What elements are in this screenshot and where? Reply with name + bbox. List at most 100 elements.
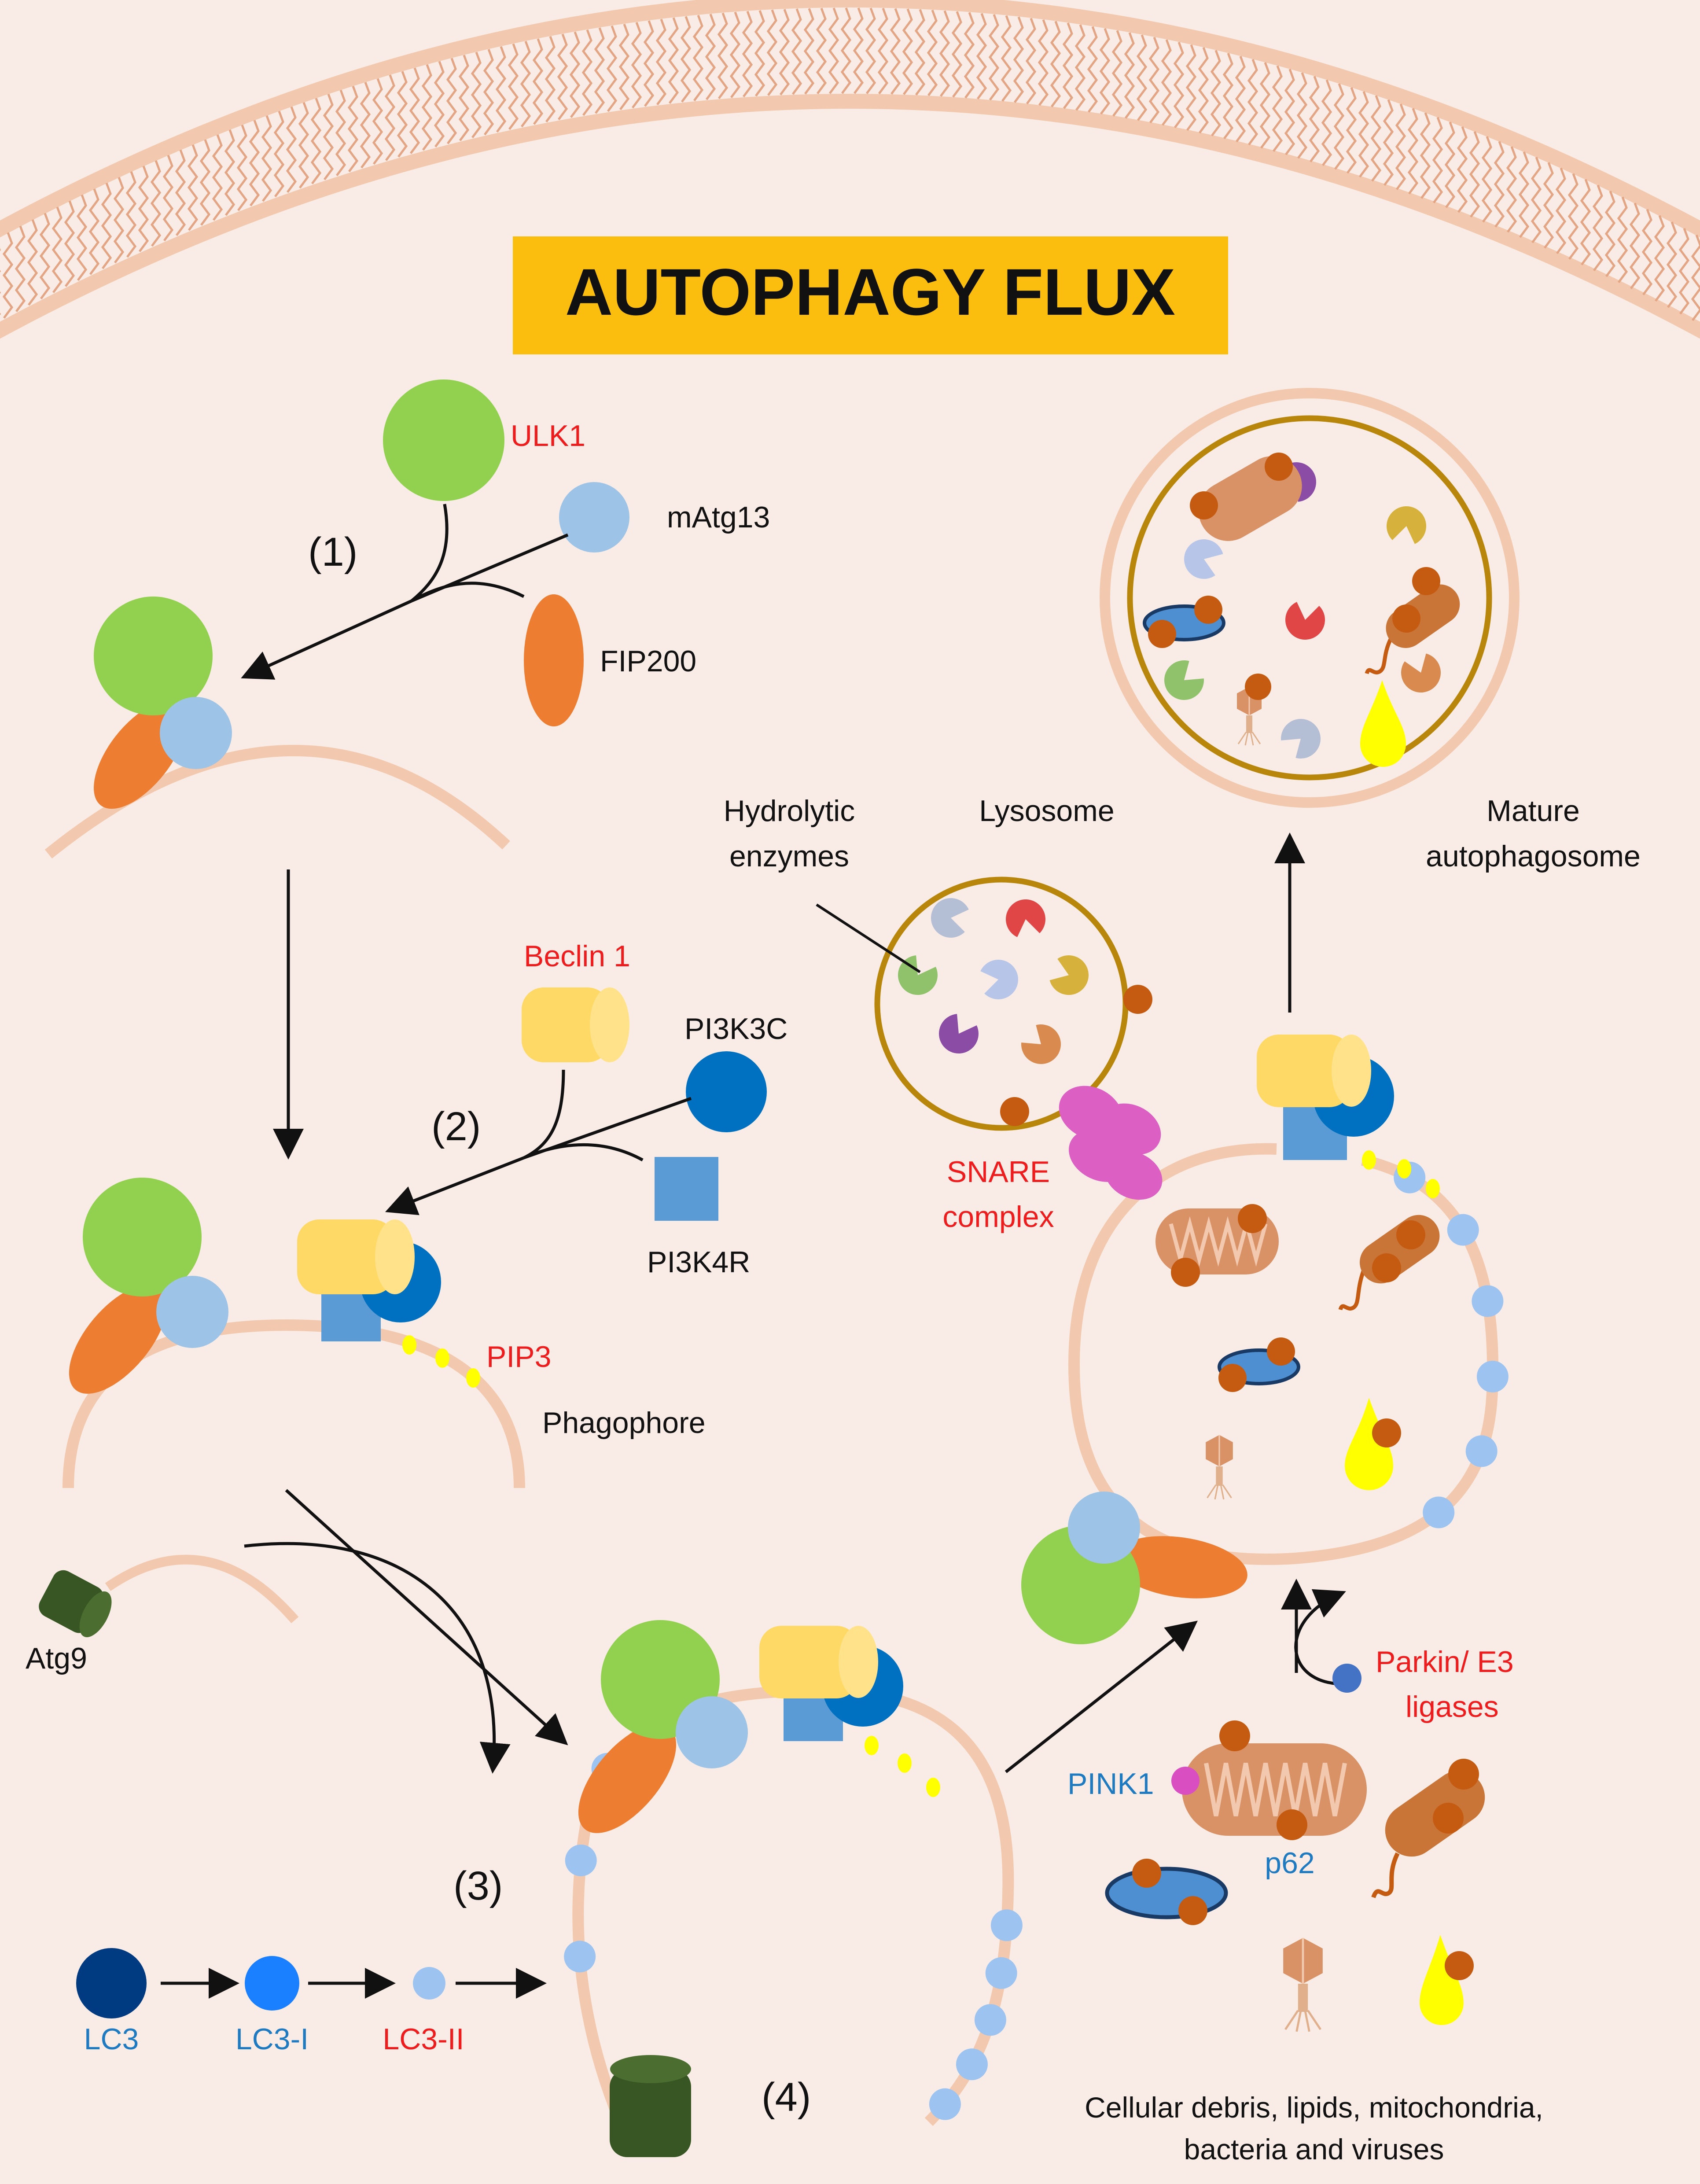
pip3-marker (865, 1736, 879, 1755)
lipid-tail (1185, 44, 1197, 131)
lipid-tail (520, 41, 531, 128)
lipid-tail (606, 25, 618, 112)
beclin1-bound-icon (1257, 1035, 1371, 1107)
lipid-tail (1432, 117, 1443, 204)
small-membrane-arc (105, 1554, 299, 1624)
parkin-label-2: ligases (1406, 1690, 1499, 1724)
pacman-enzyme-icon (1184, 539, 1223, 579)
lc3-ii-dot-icon (1476, 1360, 1509, 1392)
lipid-tail (1001, 15, 1012, 102)
lipid-tail (64, 200, 75, 287)
step2-number: (2) (431, 1104, 481, 1149)
lipid-tail (557, 33, 568, 120)
lipid-tail (1161, 39, 1172, 126)
lipid-tail (1013, 16, 1024, 103)
lipid-tail (1407, 108, 1419, 195)
pi3k4r-label: PI3K4R (647, 1245, 750, 1279)
lipid-tail (631, 22, 642, 109)
lc3-ii-dot-icon (1465, 1435, 1498, 1467)
lipid-tail (409, 67, 420, 154)
lipid-tail (2, 232, 14, 319)
lipid-tail (545, 36, 556, 123)
lipid-tail (273, 110, 285, 198)
lipid-tail (717, 12, 729, 99)
snare-complex-icon (1059, 1086, 1163, 1200)
atg9-vesicle: Atg9 (26, 1554, 299, 1675)
pip3-marker (435, 1348, 449, 1368)
p62-dot-icon (1219, 1720, 1250, 1751)
lipid-tail (853, 7, 864, 94)
lipid-tail (138, 166, 149, 252)
lipid-tail (323, 93, 334, 180)
lc3-i-label: LC3-I (235, 2022, 309, 2056)
lipid-tail (1259, 62, 1271, 149)
lipid-tail (840, 7, 852, 94)
lipid-tail (1617, 196, 1628, 284)
beclin1-label: Beclin 1 (524, 939, 630, 973)
lipid-tail (1457, 126, 1468, 213)
lipid-tail (310, 98, 322, 184)
lipid-tail (88, 188, 100, 275)
step1-membrane-complex (44, 597, 510, 859)
bacterium-icon (1371, 1759, 1485, 1898)
arrow-to-elongation-a (285, 1489, 568, 1746)
lipid-tail (508, 43, 519, 130)
lipid-tail (532, 38, 544, 125)
lipid-tail (101, 182, 112, 269)
lipid-tail (1210, 50, 1222, 136)
lipid-tail (397, 71, 408, 158)
lipid-tail (927, 10, 938, 96)
pip3-marker (402, 1335, 416, 1355)
phagophore-complex: PIP3 Phagophore (63, 1178, 706, 1488)
lipid-tail (1346, 87, 1357, 174)
lipid-tail (1087, 26, 1098, 113)
lipid-tail (1568, 173, 1579, 260)
hydrolytic-label-2: enzymes (729, 840, 849, 873)
pacman-enzyme-icon (931, 898, 969, 938)
lipid-tail (360, 82, 371, 169)
pacman-enzyme-icon (1281, 719, 1321, 759)
lipid-tail (1111, 30, 1123, 117)
lipid-tail (1038, 19, 1049, 106)
step1-arrow (241, 599, 412, 680)
lipid-tail (1235, 55, 1246, 143)
p62-dot-icon (1277, 1809, 1307, 1840)
p62-dot-icon (1123, 985, 1152, 1014)
lipid-tail (1370, 95, 1382, 182)
lipid-tail (1284, 69, 1295, 155)
lipid-tail (766, 9, 778, 96)
p62-dot-icon (1000, 1097, 1029, 1126)
lipid-tail (1062, 22, 1074, 109)
lipid-tail (298, 102, 309, 189)
lc3-ii-dot-icon (956, 2048, 988, 2081)
expanding-phagophore: (4) (564, 1620, 1023, 2157)
virus-icon (1283, 1937, 1323, 2032)
virus-icon (1206, 1435, 1233, 1500)
lc3-ii-label: LC3-II (383, 2022, 464, 2056)
lipid-tail (988, 14, 1000, 101)
lc3-label: LC3 (84, 2022, 139, 2056)
arrow-to-elongation-b (244, 1542, 511, 1774)
debris-disc-icon (1218, 1337, 1300, 1392)
lipid-tail (113, 177, 125, 264)
lipid-tail (175, 149, 186, 236)
lipid-tail (914, 9, 926, 96)
autophagosome (1021, 1035, 1509, 1644)
fip200-label: FIP200 (600, 645, 696, 678)
lipid-tail (1555, 167, 1567, 254)
lipid-droplet-icon (1420, 1935, 1474, 2025)
mature-label-1: Mature (1487, 794, 1580, 828)
lipid-tail (1518, 151, 1530, 238)
membrane-leaflet (0, 0, 1700, 238)
title: AUTOPHAGY FLUX (565, 255, 1175, 329)
lipid-tail (39, 213, 51, 300)
mitochondrion-icon (1171, 1720, 1367, 1840)
lc3-ii-dot-icon (1472, 1285, 1504, 1317)
atg9-cylinder-icon (610, 2055, 691, 2157)
pacman-enzyme-icon (939, 1014, 979, 1053)
lc3-ii-dot-icon (929, 2088, 961, 2120)
lipid-droplet-icon (1360, 680, 1406, 767)
matg13-bound-icon (676, 1696, 748, 1768)
lipid-tail (76, 194, 88, 281)
lipid-tail (594, 27, 605, 114)
